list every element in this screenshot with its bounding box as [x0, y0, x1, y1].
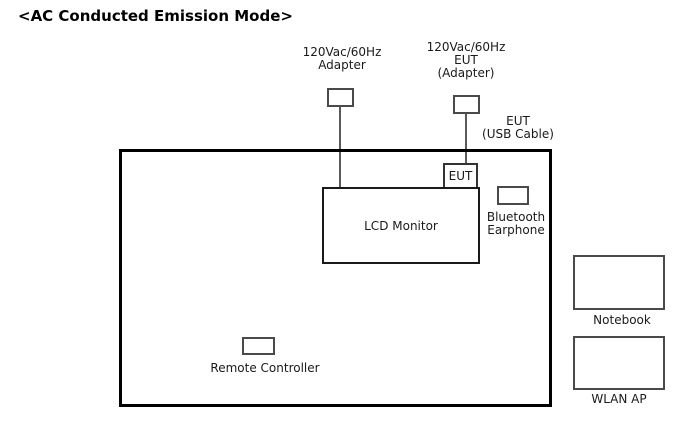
eut-usb-cable-label: EUT (USB Cable) [482, 114, 554, 141]
test-area-rectangle [119, 149, 552, 407]
eut-adapter-box [453, 95, 480, 114]
bluetooth-earphone-box [497, 186, 529, 205]
eut-box: EUT [443, 163, 478, 189]
wlan-ap-box [573, 336, 665, 390]
notebook-label: Notebook [593, 313, 651, 327]
diagram-title: <AC Conducted Emission Mode> [18, 7, 293, 25]
adapter-box [327, 88, 354, 107]
eut-box-label: EUT [448, 169, 473, 183]
adapter-to-eut-line [465, 114, 467, 164]
notebook-box [573, 255, 665, 310]
eut-adapter-power-label: 120Vac/60Hz EUT (Adapter) [426, 40, 506, 80]
adapter-to-lcd-line [339, 107, 341, 188]
remote-controller-label: Remote Controller [210, 361, 320, 375]
wlan-ap-label: WLAN AP [591, 392, 647, 406]
bluetooth-earphone-label: Bluetooth Earphone [486, 210, 546, 237]
lcd-monitor-label: LCD Monitor [364, 218, 438, 233]
remote-controller-box [242, 337, 275, 355]
lcd-monitor-box: LCD Monitor [322, 187, 480, 264]
adapter-power-label: 120Vac/60Hz Adapter [302, 45, 382, 72]
